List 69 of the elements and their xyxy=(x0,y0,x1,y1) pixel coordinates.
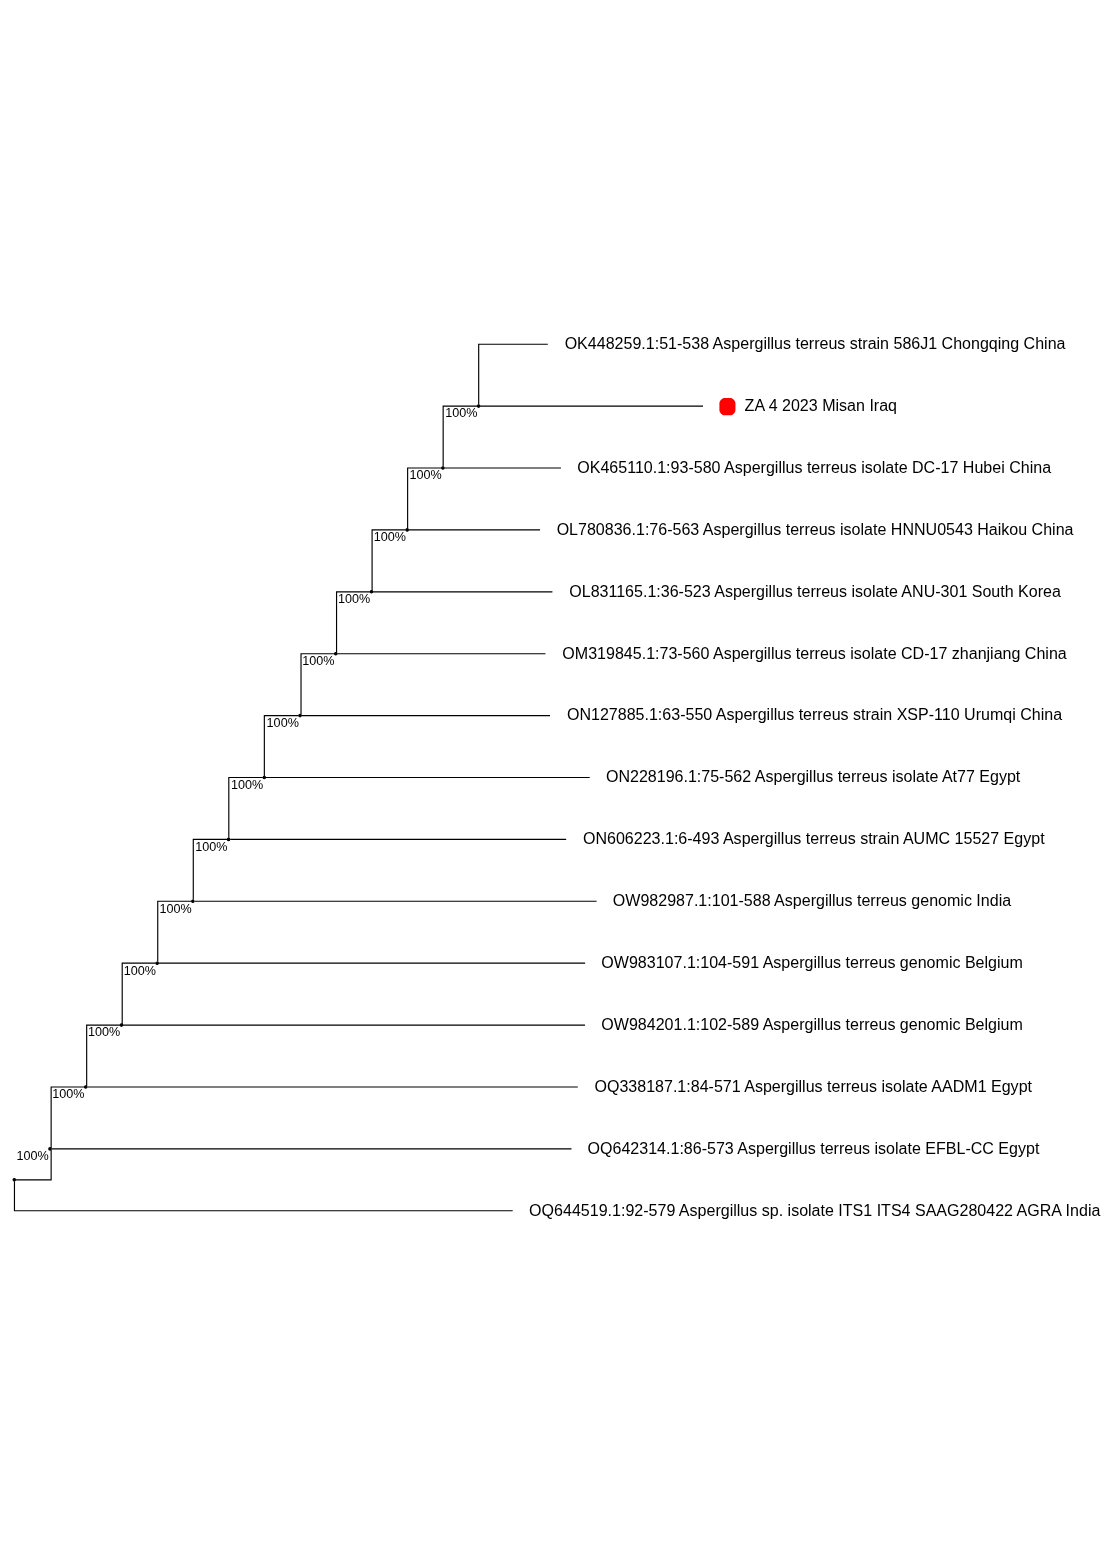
connector xyxy=(407,467,442,529)
node-label: 100% xyxy=(16,1149,49,1164)
node-text: OM319845.1:73-560 Aspergillus terreus isolate CD-17 zhanjiang China xyxy=(562,643,1067,662)
connector xyxy=(86,1086,579,1088)
connector xyxy=(158,962,586,964)
node-text: OW983107.1:104-591 Aspergillus terreus genomic Belgium xyxy=(601,953,1023,972)
connector xyxy=(229,838,567,840)
node-label: 100% xyxy=(445,406,478,421)
node-text: OW982987.1:101-588 Aspergillus terreus genomic India xyxy=(612,891,1012,910)
node-point xyxy=(48,1147,52,1151)
node-point xyxy=(333,651,338,656)
connector xyxy=(478,343,549,406)
node-point xyxy=(441,466,445,470)
node-label: 100% xyxy=(302,654,335,669)
connector xyxy=(13,1180,514,1212)
node-point xyxy=(119,1023,124,1027)
connector xyxy=(408,529,541,531)
node-text: OL780836.1:76-563 Aspergillus terreus isolate HNNU0543 Haikou China xyxy=(556,519,1074,538)
connector xyxy=(372,591,553,593)
connector xyxy=(192,838,228,901)
connector xyxy=(157,900,192,963)
node-point xyxy=(155,961,159,965)
connector xyxy=(121,962,157,1025)
connector xyxy=(122,1024,586,1026)
node-point xyxy=(405,528,409,532)
node-point xyxy=(298,713,302,718)
node-label: 100% xyxy=(52,1087,85,1102)
node-text: OK465110.1:93-580 Aspergillus terreus isolate DC-17 Hubei China xyxy=(577,457,1052,476)
connector xyxy=(300,715,551,717)
connector xyxy=(263,715,300,777)
connector xyxy=(15,1149,52,1181)
node-point xyxy=(226,837,231,842)
node-text: OK448259.1:51-538 Aspergillus terreus strain 586J1 Chongqing China xyxy=(564,334,1066,353)
node-text: OL831165.1:36-523 Aspergillus terreus isolate ANU-301 South Korea xyxy=(569,581,1061,600)
connector xyxy=(336,591,371,654)
node-point xyxy=(83,1085,88,1089)
node-text: ON606223.1:6-493 Aspergillus terreus strain AUMC 15527 Egypt xyxy=(583,829,1045,848)
connector xyxy=(442,405,478,468)
node-point xyxy=(369,590,374,594)
connector xyxy=(86,1024,121,1087)
connector xyxy=(228,776,264,839)
node-label: 100% xyxy=(195,839,228,854)
node-label: ZA 4 2023 Misan Iraq xyxy=(744,395,898,414)
node-label: 100% xyxy=(88,1025,121,1040)
connector xyxy=(479,405,704,407)
connector xyxy=(336,653,547,655)
node-label: 100% xyxy=(338,592,371,607)
connector xyxy=(51,1148,573,1150)
connector xyxy=(443,467,562,469)
node-label: 100% xyxy=(373,530,406,545)
node-label: 100% xyxy=(230,777,264,792)
node-point xyxy=(191,899,195,904)
node-text: OW984201.1:102-589 Aspergillus terreus genomic Belgium xyxy=(601,1014,1023,1033)
node-text: OQ642314.1:86-573 Aspergillus terreus isolate EFBL-CC Egypt xyxy=(587,1138,1040,1157)
connector xyxy=(50,1086,85,1149)
connector xyxy=(194,900,598,902)
node-label: 100% xyxy=(266,715,299,730)
node-label: 100% xyxy=(123,963,156,978)
node-point xyxy=(476,404,481,408)
node-text: ON228196.1:75-562 Aspergillus terreus isolate At77 Egypt xyxy=(605,767,1021,786)
connector xyxy=(265,776,591,779)
node-text: OQ644519.1:92-579 Aspergillus sp. isolate ITS1 ITS4 SAAG280422 AGRA India xyxy=(529,1200,1101,1219)
node-point xyxy=(12,1178,17,1182)
node-point xyxy=(262,775,267,780)
node-text: ON127885.1:63-550 Aspergillus terreus strain XSP-110 Urumqi China xyxy=(566,705,1063,724)
connector xyxy=(300,653,335,716)
node-label: 100% xyxy=(159,901,192,916)
node-label: 100% xyxy=(409,468,442,483)
node-text: OQ338187.1:84-571 Aspergillus terreus isolate AADM1 Egypt xyxy=(594,1076,1033,1095)
